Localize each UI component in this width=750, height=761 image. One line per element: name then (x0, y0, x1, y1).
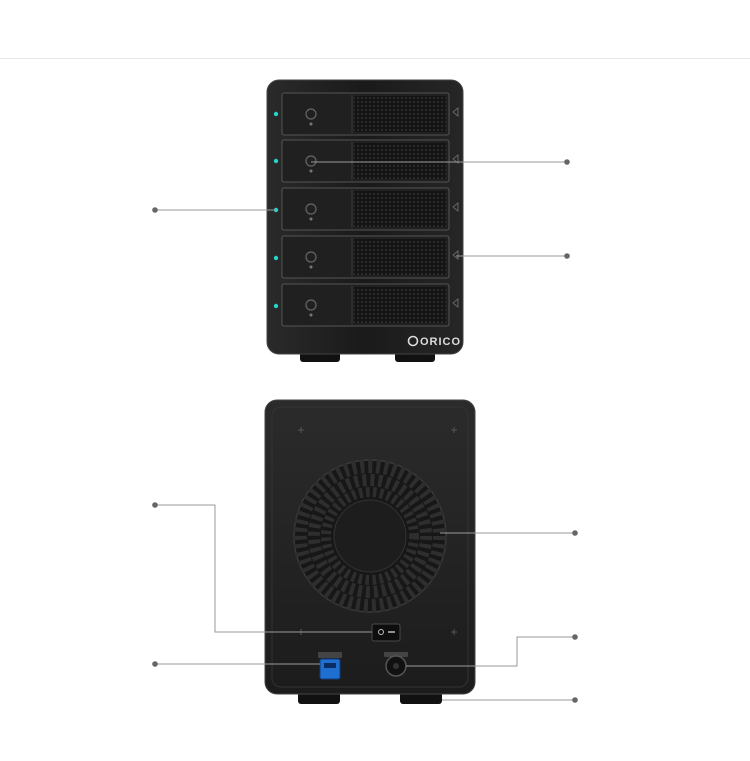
callout-lines (152, 159, 578, 703)
drive-bay-5[interactable] (273, 283, 459, 327)
callout-tray-latch (456, 253, 570, 259)
dc-power-jack[interactable] (384, 652, 408, 677)
drive-bay-4[interactable] (273, 235, 459, 279)
callout-power-switch (152, 502, 372, 633)
callout-feet (442, 697, 578, 703)
back-foot-right (400, 692, 442, 704)
drive-bay-2[interactable] (273, 139, 459, 183)
drive-bay-3[interactable] (273, 187, 459, 231)
callout-tray-lock (311, 159, 570, 165)
front-view-enclosure: ORICO (266, 79, 464, 362)
back-foot-left (298, 692, 340, 704)
callout-fan (440, 530, 578, 536)
back-view-enclosure (264, 399, 476, 704)
header-divider (0, 58, 750, 59)
usb-port[interactable] (318, 652, 342, 680)
drive-bay-1[interactable] (273, 92, 459, 136)
cooling-fan-grille (293, 459, 447, 613)
callout-usb-port (152, 661, 320, 667)
power-switch[interactable] (371, 623, 401, 642)
orico-logo: ORICO (407, 335, 461, 348)
logo-text: ORICO (420, 336, 461, 348)
callout-indicator-light (152, 207, 276, 213)
callout-dc-in (406, 634, 578, 667)
